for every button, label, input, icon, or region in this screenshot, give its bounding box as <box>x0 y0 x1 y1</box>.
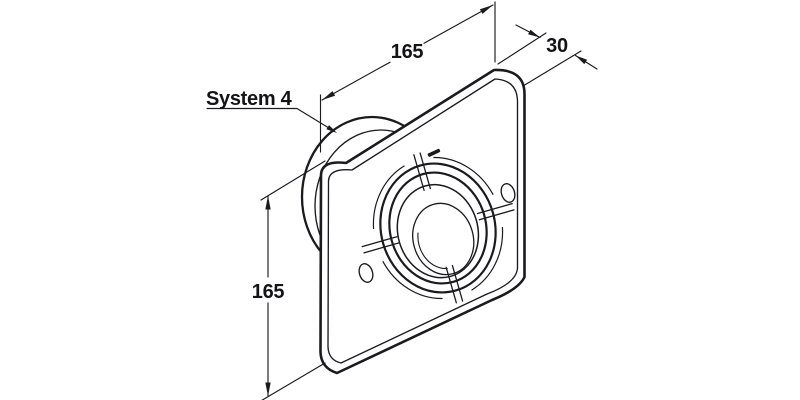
extension-line <box>260 160 326 201</box>
grille-mid-ring <box>396 183 480 279</box>
system4-callout: System 4 <box>206 88 337 133</box>
dimension-height-label: 165 <box>252 281 285 303</box>
hub-shade-arc <box>417 232 448 270</box>
spoke-left <box>361 236 400 254</box>
spoke-bottom <box>445 264 464 304</box>
dim-arrow <box>528 29 540 38</box>
screw-hole-top-right <box>500 183 516 203</box>
grille-spokes <box>361 152 515 304</box>
dim-arrow <box>322 91 336 100</box>
grille-ring-outer <box>379 162 497 294</box>
fan-grille <box>361 152 515 304</box>
dimension-height-165: 165 <box>252 160 326 400</box>
front-plate <box>319 68 526 375</box>
spoke-right <box>476 202 515 221</box>
callout-leader-line <box>206 107 332 130</box>
dim-arrow <box>479 5 493 14</box>
extension-line <box>522 50 582 87</box>
bezel-arc <box>382 261 443 300</box>
dim-arrow <box>265 382 271 396</box>
dim-arrow <box>575 55 588 65</box>
grille-ring-inner <box>388 171 488 285</box>
grille-hub-opening <box>412 202 475 276</box>
bezel-arc <box>372 165 405 230</box>
plate-outline <box>319 68 526 375</box>
bezel-arc <box>471 226 504 291</box>
grille-bezel <box>372 156 504 300</box>
extension-line <box>261 362 326 400</box>
spoke-top <box>413 152 431 192</box>
dimension-width-165: 165 <box>319 1 496 153</box>
dimension-depth-30: 30 <box>497 24 598 87</box>
indicator-slot <box>427 148 441 157</box>
dim-arrow <box>265 196 271 210</box>
dim-arrow <box>326 125 337 133</box>
dimension-depth-label: 30 <box>546 35 568 57</box>
dimension-width-label: 165 <box>391 41 424 63</box>
plate-inner-edge <box>327 78 519 364</box>
screw-hole-bottom-left <box>358 263 374 283</box>
bezel-arc <box>433 156 494 195</box>
callout-label: System 4 <box>206 88 293 110</box>
extension-line <box>497 32 547 65</box>
